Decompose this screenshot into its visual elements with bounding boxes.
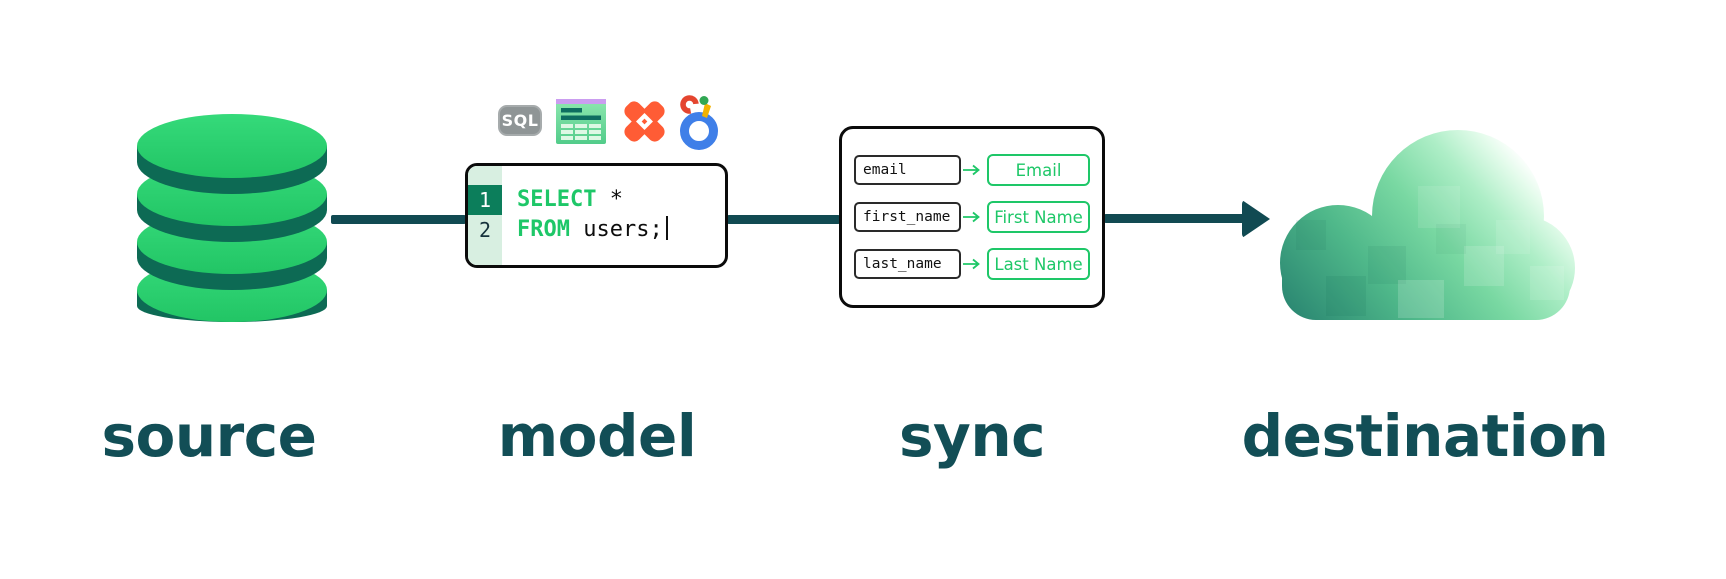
stage-label-model: model [497, 402, 697, 470]
mapping-row: first_name First Name [854, 201, 1090, 233]
destination-field: Last Name [987, 248, 1090, 280]
sql-text: users; [569, 217, 663, 242]
mapping-arrow-icon [963, 211, 980, 223]
dbt-icon [624, 101, 665, 142]
mapping-row: email Email [854, 154, 1090, 186]
cloud-icon [1280, 130, 1575, 320]
database-icon [137, 114, 327, 322]
stage-label-source: source [101, 402, 317, 470]
cloud-mosaic-texture [1296, 186, 1564, 318]
code-line: SELECT * [517, 185, 668, 215]
source-field: last_name [854, 249, 962, 279]
field-mapping-box: email Email first_name First Name last_n… [839, 126, 1105, 308]
sql-badge: SQL [498, 105, 542, 136]
source-field: email [854, 155, 962, 185]
line-number-gutter: 1 2 [468, 166, 502, 265]
sql-keyword: SELECT [517, 187, 597, 212]
stage-label-sync: sync [898, 402, 1046, 470]
mapping-arrow-icon [963, 258, 980, 270]
connector-sync-destination [1104, 214, 1245, 223]
arrow-head-icon [1242, 200, 1270, 238]
sql-keyword: FROM [517, 217, 570, 242]
stage-label-destination: destination [1241, 402, 1609, 470]
destination-field: First Name [987, 201, 1090, 233]
destination-field: Email [987, 154, 1090, 186]
connector-model-sync [727, 215, 840, 224]
code-line: FROM users; [517, 215, 669, 245]
code-editor-area: SELECT * FROM users; [502, 166, 669, 265]
looker-icon [680, 95, 718, 150]
text-cursor [665, 216, 669, 240]
sql-text: * [596, 187, 623, 212]
line-number: 2 [478, 218, 492, 242]
connector-source-model [331, 215, 466, 224]
sql-code-block: 1 2 SELECT * FROM users; [465, 163, 728, 268]
source-field: first_name [854, 202, 962, 232]
line-number: 1 [468, 185, 502, 215]
spreadsheet-icon [556, 99, 606, 144]
mapping-row: last_name Last Name [854, 248, 1090, 280]
mapping-arrow-icon [963, 164, 980, 176]
